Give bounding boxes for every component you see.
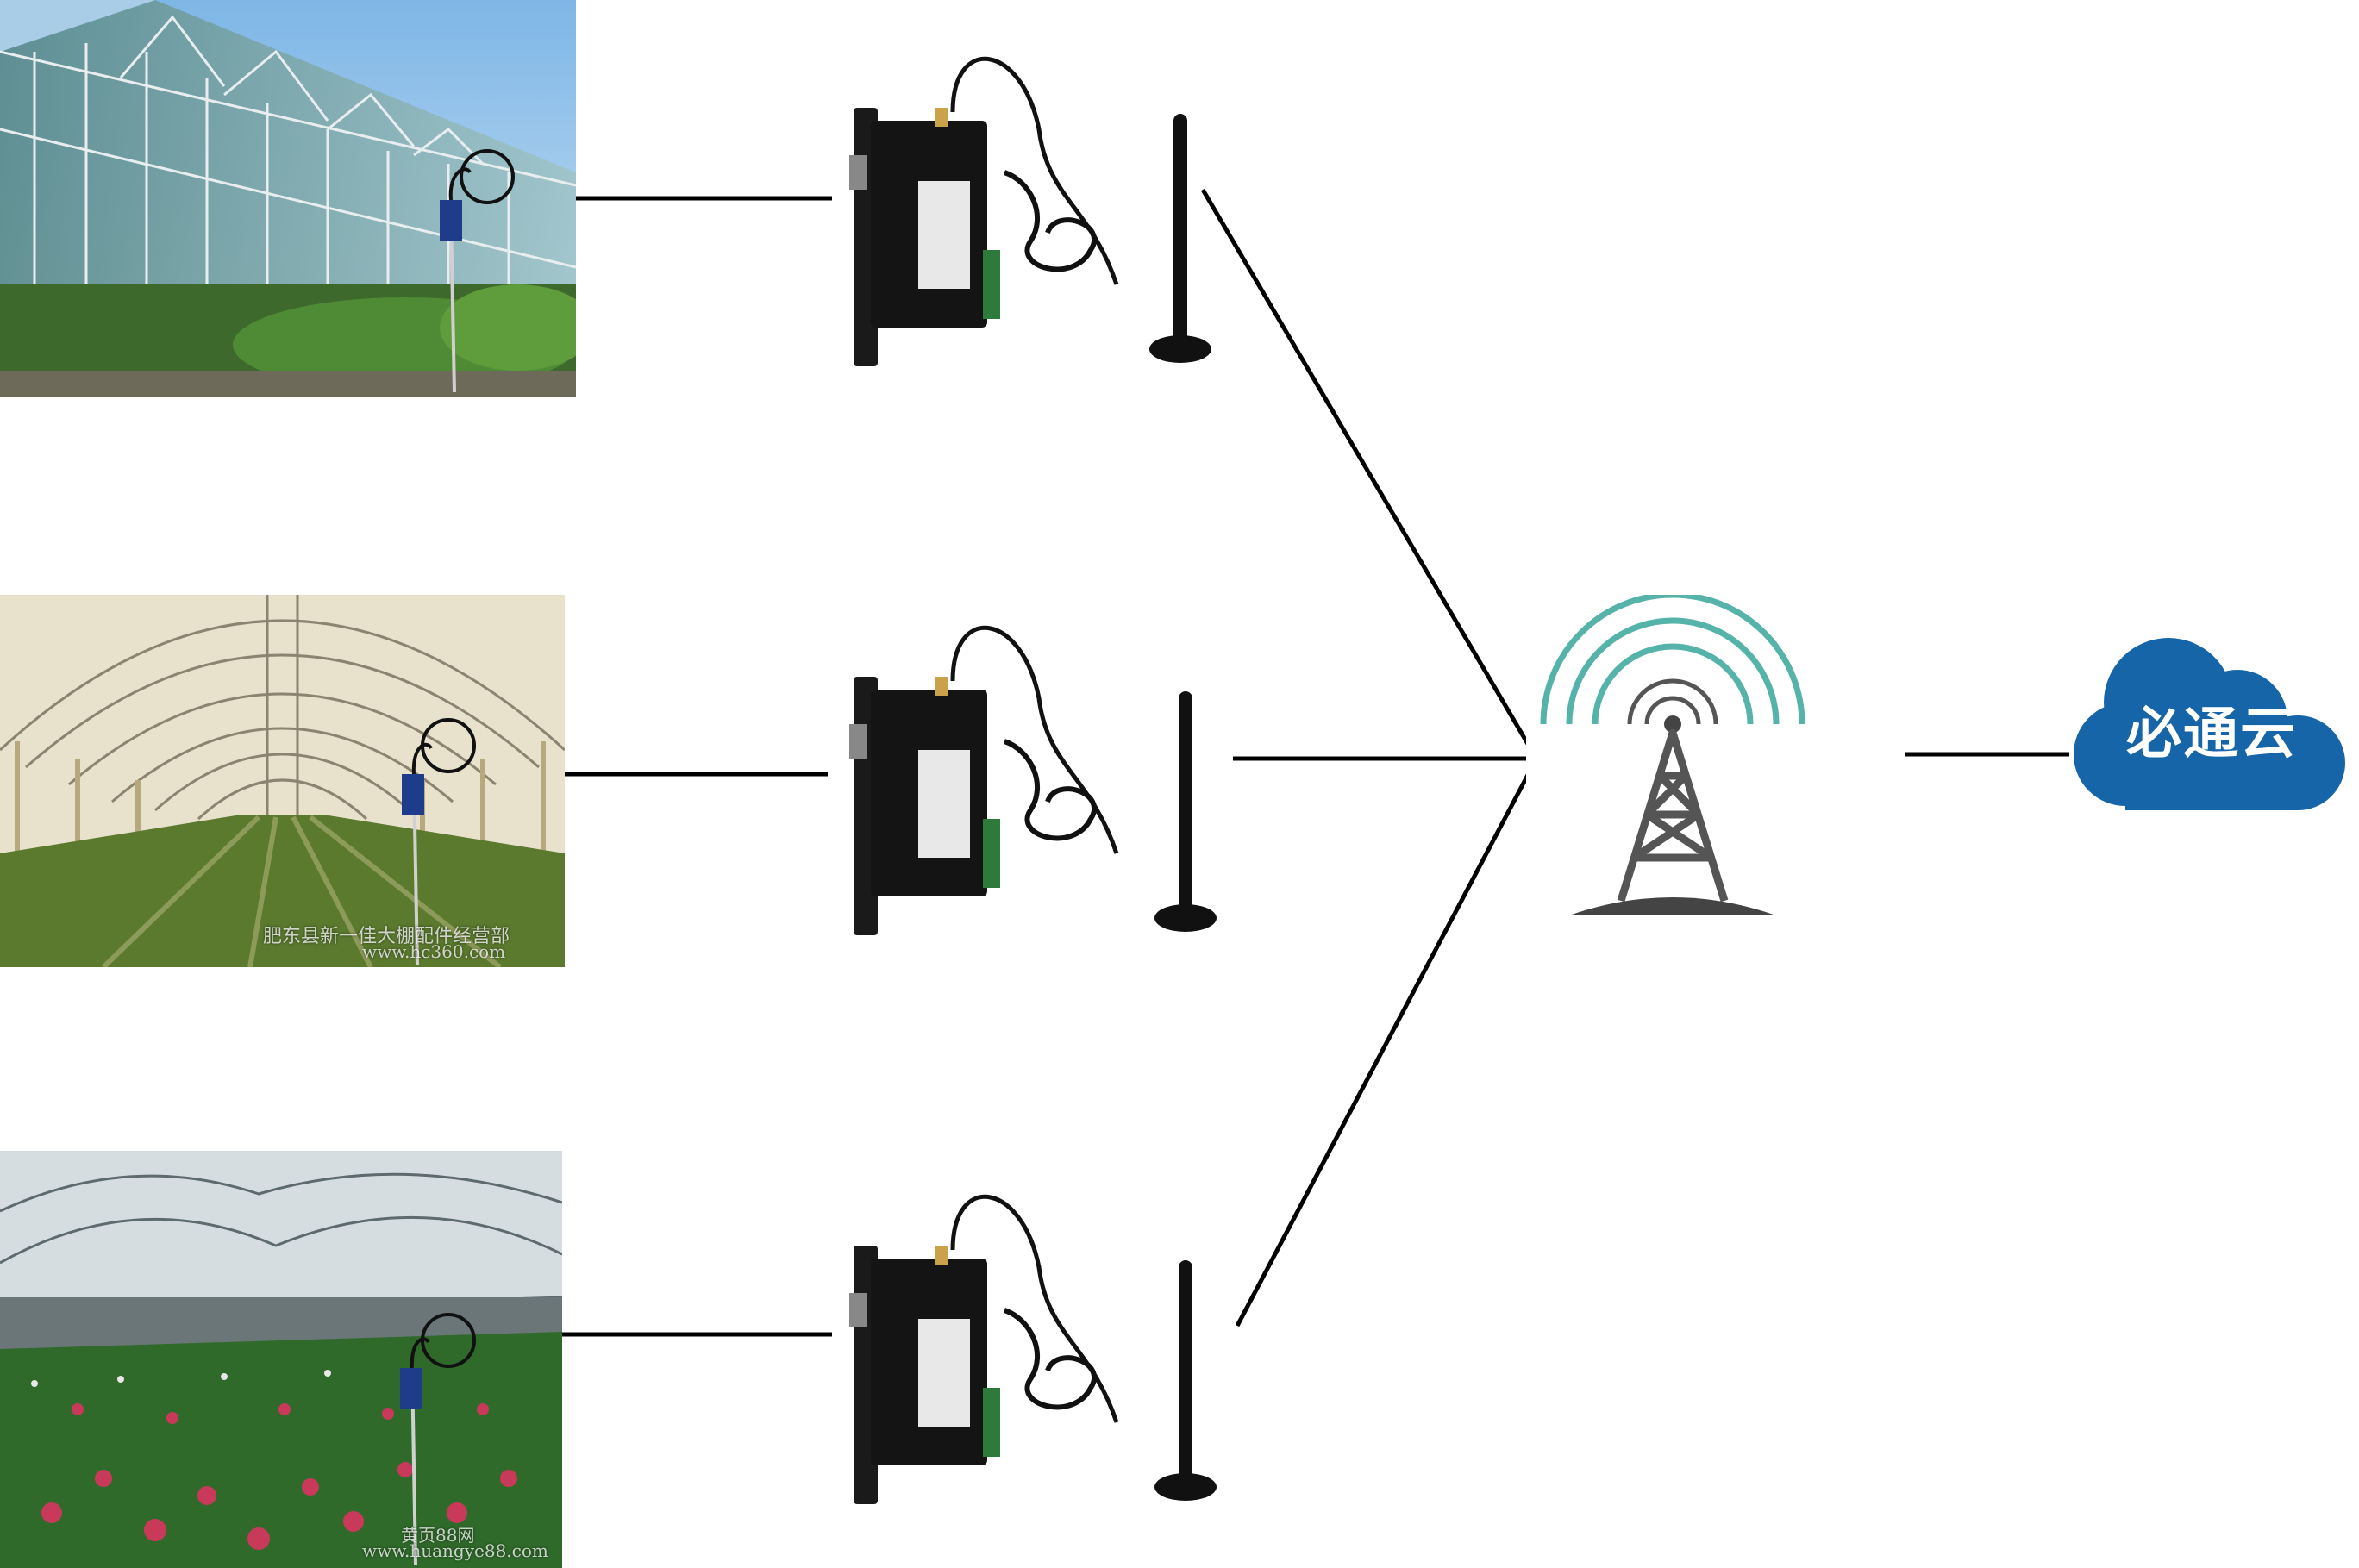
greenhouse-photo-2: 肥东县新一佳大棚配件经营部 www.hc360.com bbox=[0, 595, 565, 967]
photo-watermark-line2: www.huangye88.com bbox=[362, 1540, 548, 1561]
signal-waves bbox=[1540, 595, 1805, 725]
dtu-modem-icon bbox=[849, 1194, 1217, 1504]
soil-sensor-icon bbox=[400, 1313, 476, 1565]
soil-sensor-icon bbox=[440, 149, 515, 393]
dtu-modem-icon bbox=[849, 56, 1211, 366]
cloud-icon bbox=[2074, 638, 2345, 810]
photo-watermark-line1: 肥东县新一佳大棚配件经营部 bbox=[263, 926, 510, 947]
wire-antenna3-hub bbox=[1235, 757, 1539, 1327]
dtu-modem-icon bbox=[849, 625, 1217, 935]
greenhouse-photo-3: 黄页88网 www.huangye88.com bbox=[0, 1151, 562, 1568]
cell-tower-icon bbox=[1540, 595, 1805, 915]
cloud-label: 必通云 bbox=[2126, 703, 2297, 766]
soil-sensor-icon bbox=[402, 718, 476, 966]
wire-antenna1-hub bbox=[1200, 188, 1539, 760]
dtu-device-1 bbox=[832, 26, 1229, 379]
photo-watermark-line1: 黄页88网 bbox=[401, 1525, 475, 1546]
photo-watermark-line2: www.hc360.com bbox=[362, 941, 506, 962]
dtu-device-3 bbox=[832, 1164, 1229, 1517]
cloud-platform: 必通云 bbox=[2065, 603, 2358, 828]
greenhouse-photo-1 bbox=[0, 0, 576, 397]
cell-tower bbox=[1526, 595, 1905, 922]
dtu-device-2 bbox=[832, 595, 1229, 948]
